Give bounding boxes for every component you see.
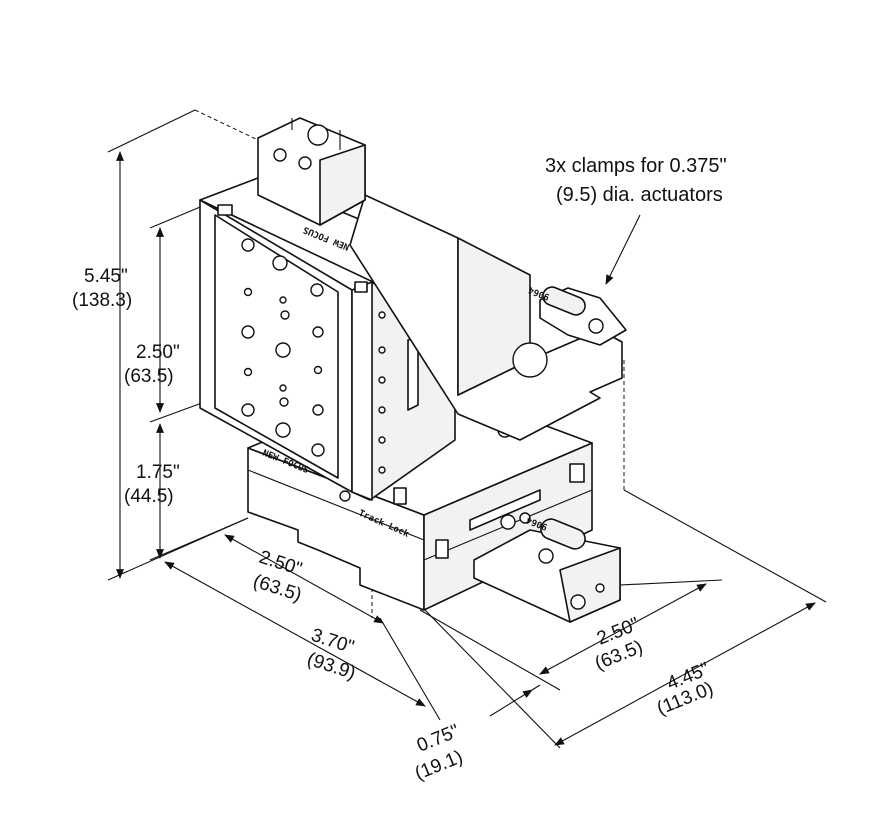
dimension-labels: 5.45" (138.3) 2.50" (63.5) 1.75" (44.5) …: [72, 266, 716, 785]
side-holes: [378, 311, 386, 474]
top-clamp: [539, 286, 627, 346]
upper-arm: [257, 117, 623, 441]
dim-lower-height-inch: 1.75": [136, 462, 180, 483]
clamp-annotation: 3x clamps for 0.375" (9.5) dia. actuator…: [545, 155, 727, 206]
dim-total-height-inch: 5.45": [84, 266, 128, 287]
mounting-holes: [241, 238, 325, 457]
annotation-line-2: (9.5) dia. actuators: [556, 184, 723, 206]
dim-upper-height-mm: (63.5): [124, 366, 174, 387]
front-clamp: [473, 512, 621, 623]
dim-upper-height-inch: 2.50": [136, 342, 180, 363]
annotation-line-1: 3x clamps for 0.375": [545, 155, 727, 177]
track-lock-knob: [339, 490, 351, 502]
dim-lower-height-mm: (44.5): [124, 486, 174, 507]
dim-total-height-mm: (138.3): [72, 290, 132, 311]
dimension-lines: [107, 109, 827, 749]
